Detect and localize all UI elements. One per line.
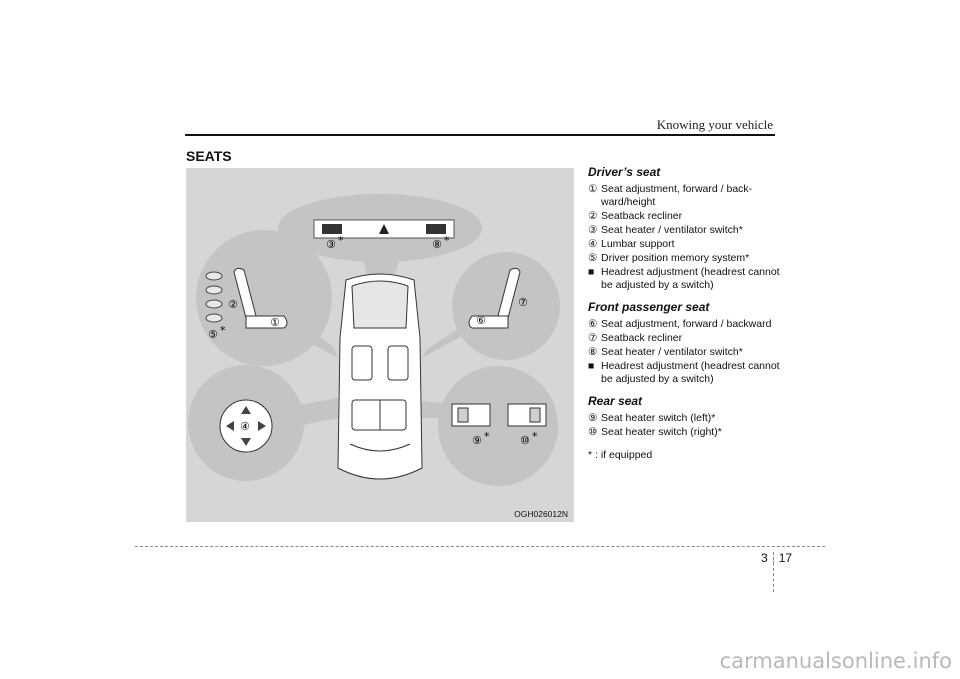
callout-8-asterisk: * — [444, 234, 450, 247]
footer-rule — [135, 546, 825, 547]
drivers-seat-title: Driver’s seat — [588, 165, 661, 179]
rear-seat-title: Rear seat — [588, 394, 643, 408]
header-rule — [185, 134, 775, 136]
passenger-seat-side — [468, 267, 521, 329]
callout-2: ② — [228, 298, 238, 311]
callout-10: ⑩ — [520, 434, 530, 447]
callout-7: ⑦ — [518, 296, 528, 309]
callout-8: ⑧ — [432, 238, 442, 251]
seats-illustration: ③ * ⑧ * ② ① ⑤ * ⑥ ⑦ — [188, 194, 560, 486]
seat-heater-control-strip — [313, 219, 455, 239]
lumbar-control — [219, 399, 273, 453]
list-item: ■Headrest adjustment (headrest cannot be… — [588, 266, 780, 291]
callout-3-asterisk: * — [338, 234, 344, 247]
watermark: carmanualsonline.info — [719, 649, 952, 673]
callout-9: ⑨ — [472, 434, 482, 447]
driver-seat-side — [233, 267, 288, 329]
rear-heater-switches — [451, 403, 547, 427]
header-title: Knowing your vehicle — [656, 117, 773, 132]
callout-6: ⑥ — [476, 314, 486, 327]
callout-5-asterisk: * — [220, 324, 226, 337]
callout-5: ⑤ — [208, 328, 218, 341]
page-number: 3 17 — [761, 551, 792, 565]
callout-9-asterisk: * — [484, 430, 490, 443]
callout-4: ④ — [240, 420, 250, 433]
list-item: ■Headrest adjustment (headrest cannot be… — [588, 360, 780, 385]
seats-figure: ③ * ⑧ * ② ① ⑤ * ⑥ ⑦ — [186, 168, 574, 522]
page-chapter: 3 — [761, 551, 768, 565]
page-value: 17 — [778, 551, 793, 565]
callout-1: ① — [270, 316, 280, 329]
section-title: SEATS — [186, 148, 232, 164]
callout-10-asterisk: * — [532, 430, 538, 443]
car-top-view — [337, 273, 423, 480]
passenger-seat-title: Front passenger seat — [588, 300, 710, 314]
figure-code: OGH026012N — [514, 509, 568, 519]
callout-3: ③ — [326, 238, 336, 251]
footnote: * : if equipped — [588, 449, 653, 461]
memory-buttons — [205, 271, 223, 323]
page-vertical-rule — [773, 552, 774, 592]
